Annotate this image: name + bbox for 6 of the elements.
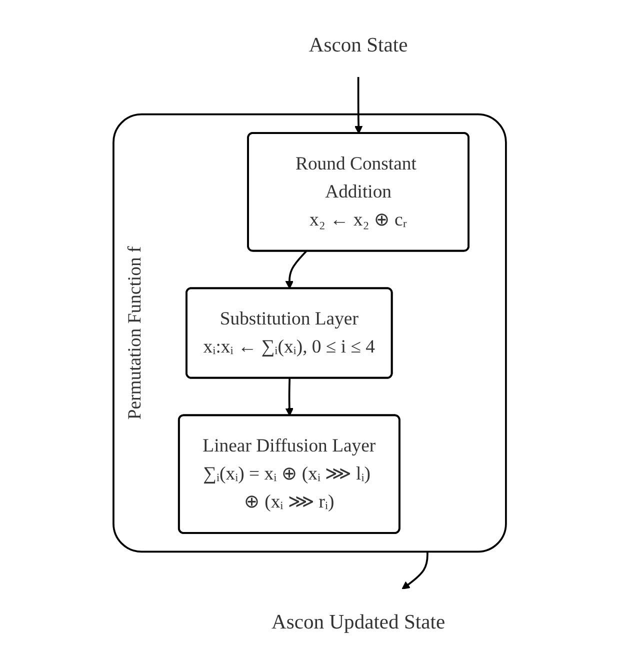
arrow: [401, 552, 428, 590]
node-text: Ascon State: [308, 33, 408, 56]
arrow: [285, 250, 307, 289]
arrow: [354, 76, 362, 134]
arrow: [285, 378, 294, 416]
node-text: Ascon Updated State: [271, 610, 445, 633]
